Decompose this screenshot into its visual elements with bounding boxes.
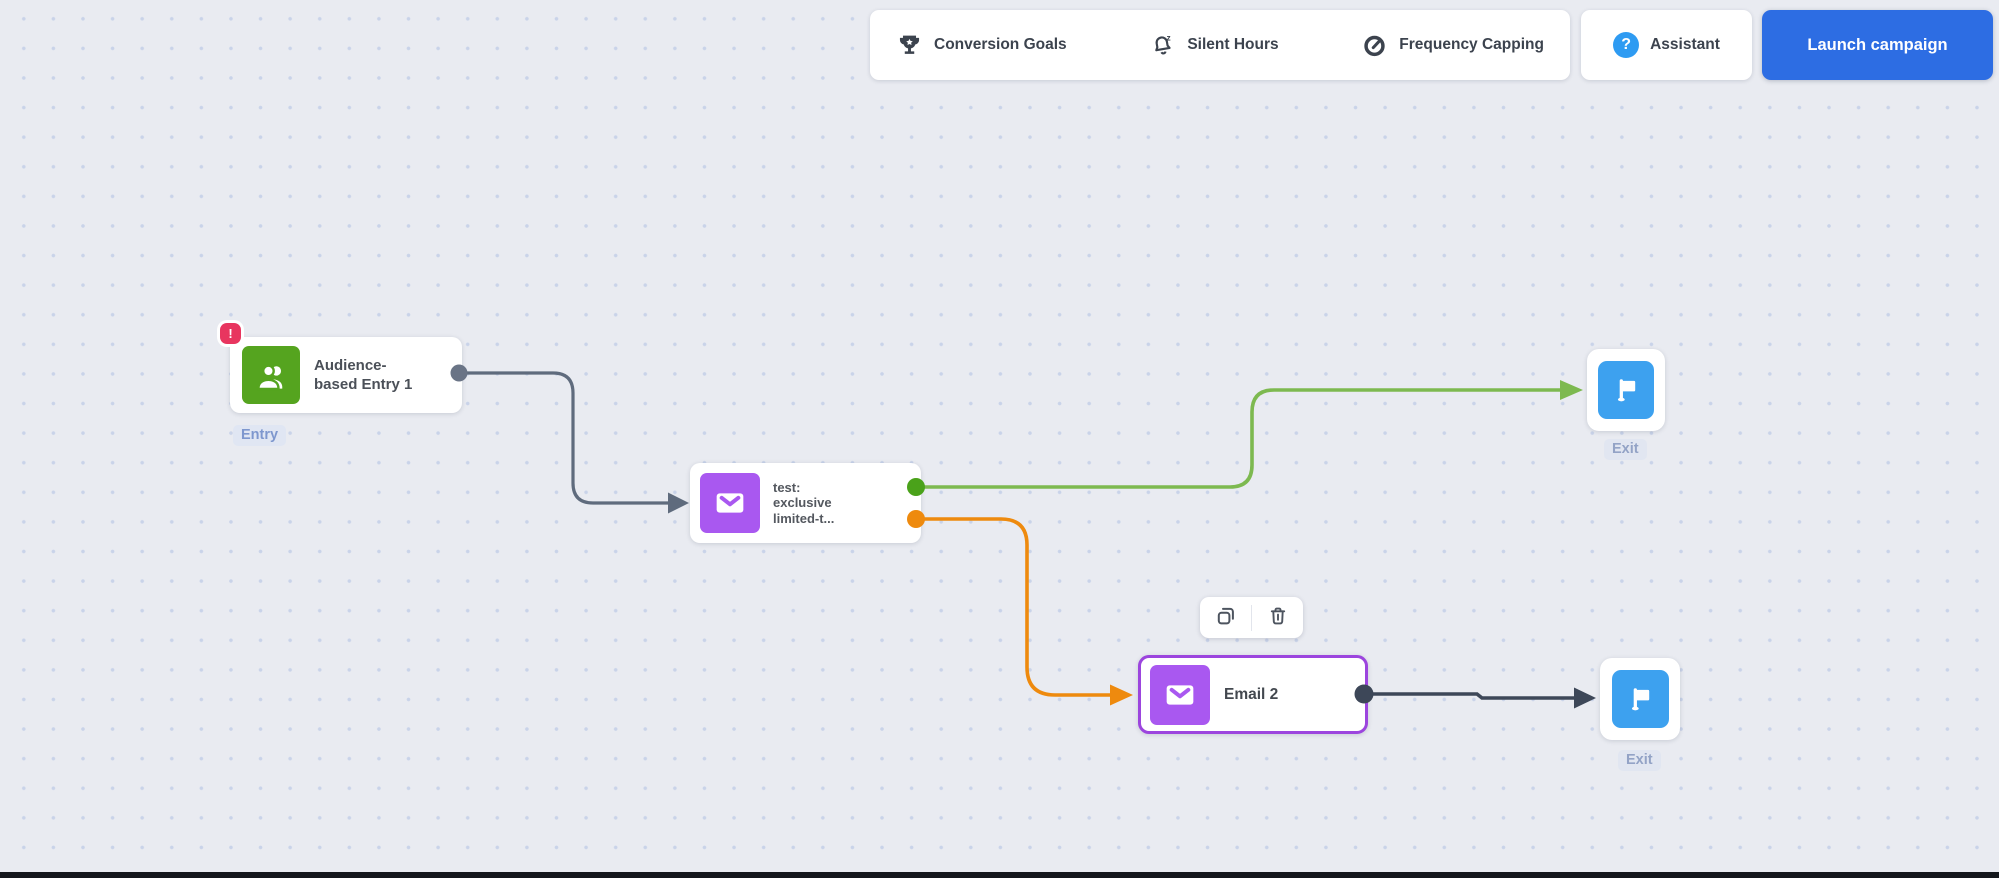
node-exit-top[interactable]	[1587, 349, 1665, 431]
edge-email1-to-exit-top[interactable]	[924, 388, 1562, 489]
node-title: test: exclusive limited-t...	[773, 479, 835, 526]
email-icon	[1150, 664, 1210, 725]
campaign-settings-toolbar: Conversion Goals z Silent Hours	[870, 10, 1570, 80]
node-exit-bottom[interactable]	[1600, 658, 1680, 740]
frequency-capping-button[interactable]: Frequency Capping	[1361, 32, 1544, 59]
button-label: Assistant	[1650, 36, 1720, 53]
edge-arrowhead	[1574, 687, 1596, 709]
audience-people-icon	[242, 346, 300, 404]
edge-arrowhead	[1560, 380, 1583, 400]
edge-arrowhead	[1110, 684, 1133, 706]
edge-entry-to-email1[interactable]	[461, 371, 670, 505]
edge-arrowhead	[668, 492, 689, 514]
conversion-goals-button[interactable]: Conversion Goals	[896, 32, 1067, 59]
node-action-toolbar	[1200, 597, 1303, 638]
node-title: Email 2	[1224, 685, 1279, 703]
flag-icon	[1611, 670, 1669, 728]
silent-hours-button[interactable]: z Silent Hours	[1149, 32, 1279, 59]
button-label: Silent Hours	[1187, 36, 1279, 53]
toolbar-divider	[1251, 604, 1252, 631]
trophy-icon	[896, 32, 923, 59]
question-circle-icon: ?	[1613, 32, 1640, 58]
copy-icon	[1214, 604, 1238, 631]
exit-stage-label: Exit	[1618, 750, 1661, 771]
error-badge-icon[interactable]: !	[220, 323, 241, 344]
launch-campaign-button[interactable]: Launch campaign	[1762, 10, 1993, 80]
edge-email2-to-exit-bottom[interactable]	[1373, 692, 1576, 700]
button-label: Conversion Goals	[934, 36, 1067, 53]
exit-stage-label: Exit	[1604, 439, 1647, 460]
window-bottom-edge	[0, 872, 1999, 878]
node-audience-entry[interactable]: ! Audience- based Entry 1	[220, 323, 462, 413]
email-icon	[700, 473, 760, 533]
edge-email1-to-email2[interactable]	[924, 517, 1112, 697]
flag-icon	[1598, 361, 1654, 419]
node-title: Audience- based Entry 1	[314, 357, 413, 393]
svg-text:z: z	[1167, 32, 1171, 42]
entry-stage-label: Entry	[233, 425, 287, 446]
button-label: Frequency Capping	[1399, 36, 1544, 53]
node-email-1[interactable]: test: exclusive limited-t...	[690, 463, 921, 543]
delete-node-button[interactable]	[1252, 597, 1303, 638]
duplicate-node-button[interactable]	[1200, 597, 1251, 638]
trash-icon	[1266, 604, 1290, 631]
gauge-icon	[1361, 32, 1388, 59]
assistant-button[interactable]: ? Assistant	[1581, 10, 1752, 80]
bell-snooze-icon: z	[1149, 32, 1176, 59]
node-email-2-selected[interactable]: Email 2	[1138, 655, 1368, 734]
